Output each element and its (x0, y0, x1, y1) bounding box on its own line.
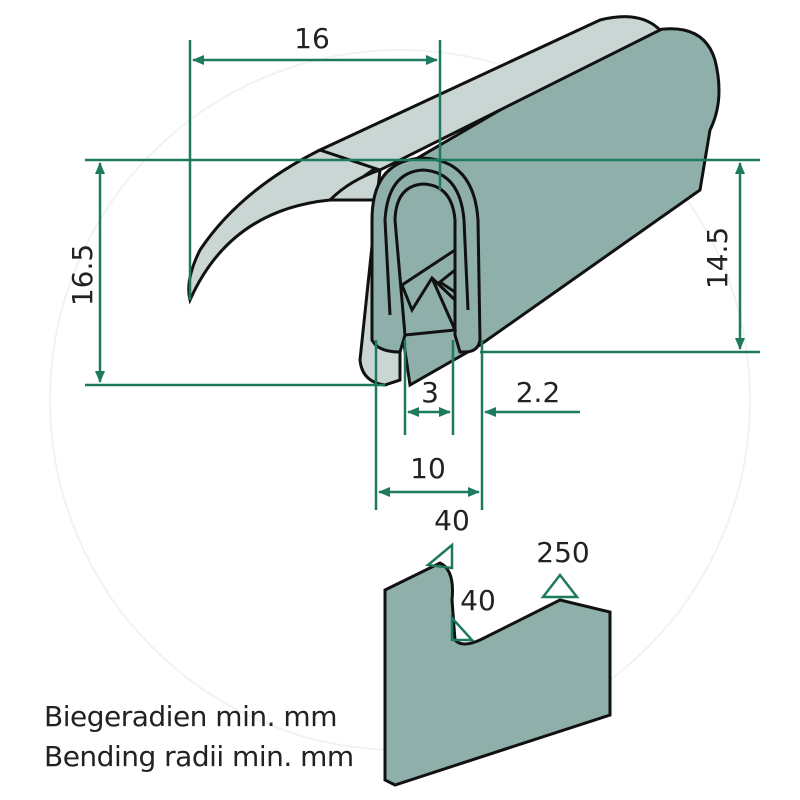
dim-width-top: 16 (294, 22, 330, 55)
legend-german: Biegeradien min. mm (44, 700, 337, 733)
dim-thickness: 2.2 (516, 376, 561, 409)
radius-right: 250 (536, 536, 589, 569)
dim-opening: 10 (410, 452, 446, 485)
profile-lip (187, 148, 384, 305)
dim-gap: 3 (421, 376, 439, 409)
section-inner-line (383, 168, 470, 316)
radius-markers (424, 542, 580, 642)
profile-top (315, 15, 663, 172)
radius-top: 40 (434, 504, 470, 537)
dim-height-left: 16.5 (66, 244, 99, 306)
bending-shape (383, 561, 612, 787)
radius-inner: 40 (460, 584, 496, 617)
dim-height-right: 14.5 (701, 227, 734, 289)
section-fins (400, 247, 458, 337)
profile-section (370, 156, 482, 354)
dimension-lines (85, 40, 760, 510)
legend-english: Bending radii min. mm (44, 740, 354, 773)
